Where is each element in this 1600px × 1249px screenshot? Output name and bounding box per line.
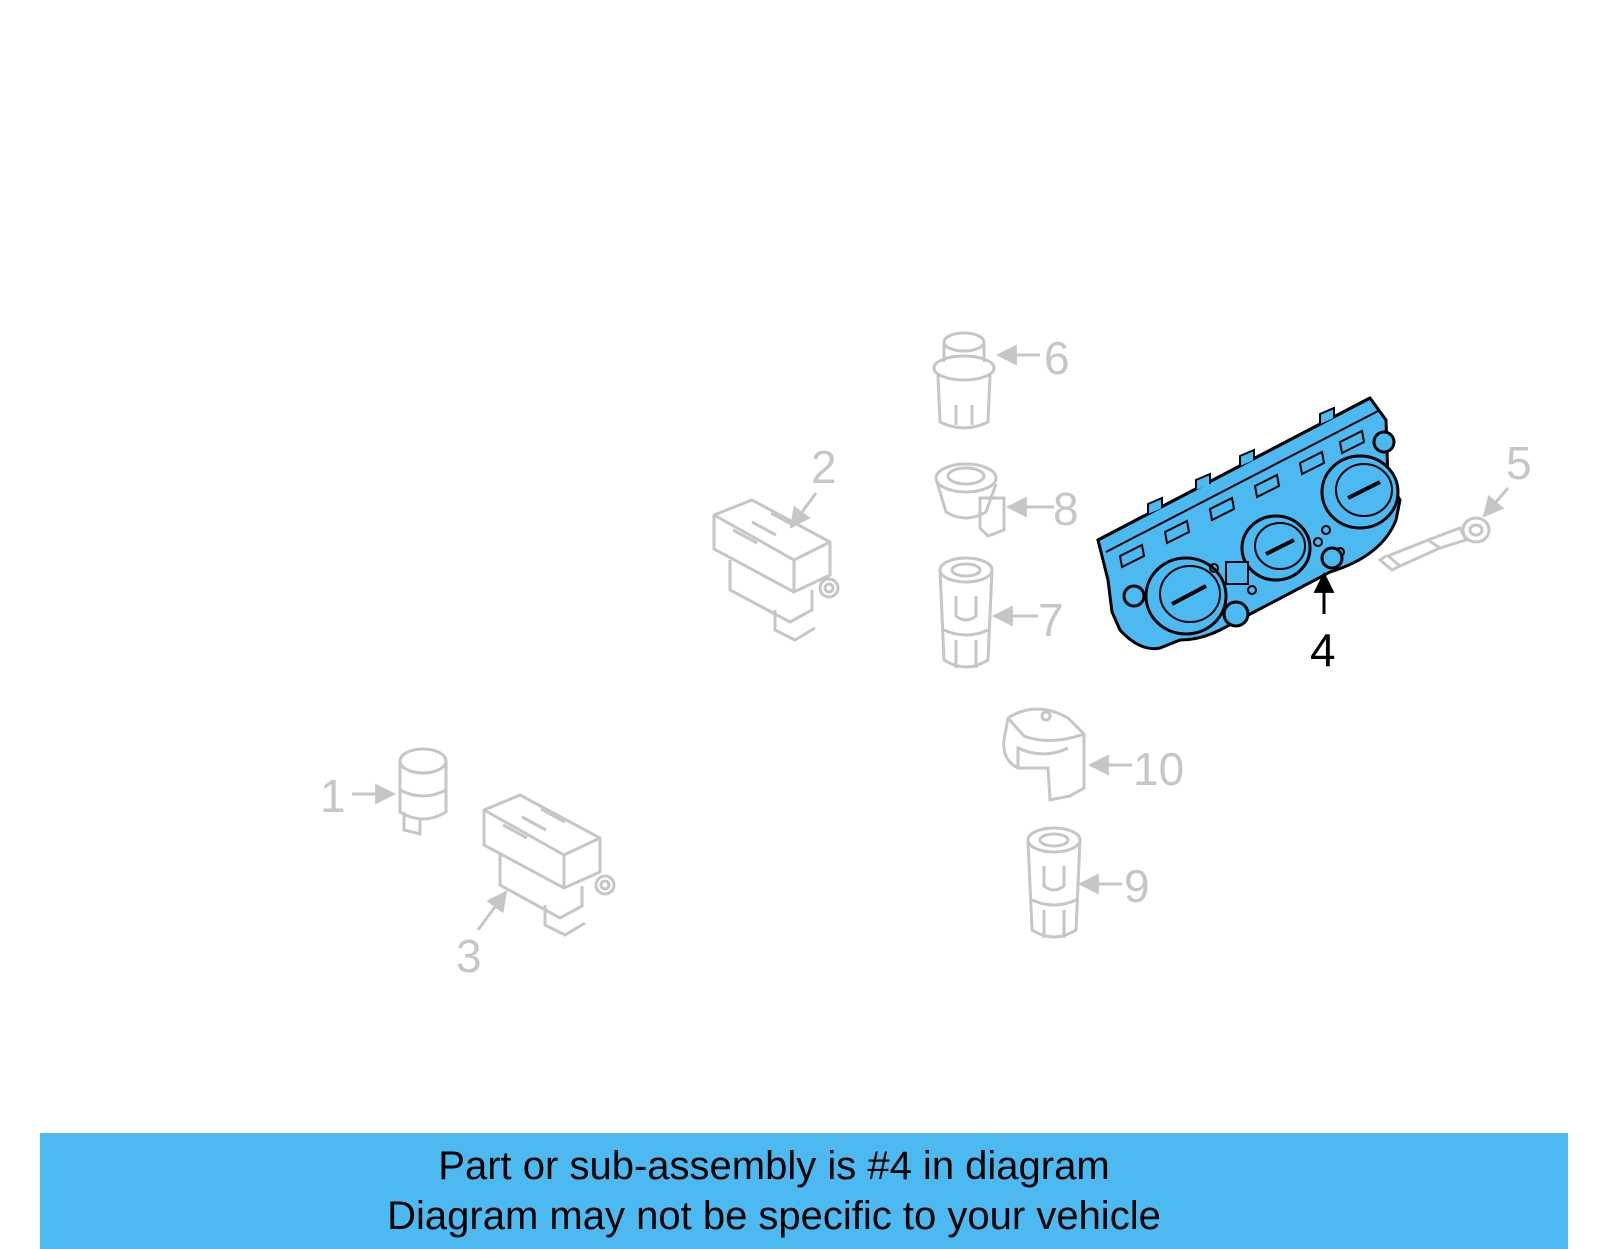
banner-line-2: Diagram may not be specific to your vehi… bbox=[387, 1194, 1161, 1238]
callout-4: 4 bbox=[1310, 624, 1336, 676]
callout-arrow-5 bbox=[1482, 487, 1510, 518]
callout-arrow-3 bbox=[476, 890, 508, 931]
callout-2: 2 bbox=[811, 441, 837, 493]
info-banner: Part or sub-assembly is #4 in diagram Di… bbox=[40, 1133, 1568, 1249]
part-10-bracket bbox=[1002, 707, 1086, 802]
banner-line-1: Part or sub-assembly is #4 in diagram bbox=[438, 1144, 1110, 1188]
part-1-switch bbox=[398, 747, 448, 836]
part-5-bulb bbox=[1377, 516, 1491, 572]
callout-arrow-2 bbox=[789, 492, 818, 529]
part-6-cap bbox=[932, 331, 996, 430]
callout-9: 9 bbox=[1124, 860, 1150, 912]
part-9-holder bbox=[1026, 826, 1082, 939]
callout-7: 7 bbox=[1038, 594, 1064, 646]
callout-5: 5 bbox=[1506, 437, 1532, 489]
callout-8: 8 bbox=[1053, 483, 1079, 535]
callout-10: 10 bbox=[1133, 743, 1184, 795]
callout-3: 3 bbox=[456, 930, 482, 982]
callout-1: 1 bbox=[320, 770, 346, 822]
part-4-climate-control bbox=[1096, 396, 1402, 651]
callout-6: 6 bbox=[1044, 332, 1070, 384]
part-8-clip bbox=[934, 462, 1006, 538]
part-2-switch-block bbox=[712, 498, 840, 642]
part-3-switch-block bbox=[482, 793, 616, 937]
part-7-holder bbox=[938, 556, 994, 669]
